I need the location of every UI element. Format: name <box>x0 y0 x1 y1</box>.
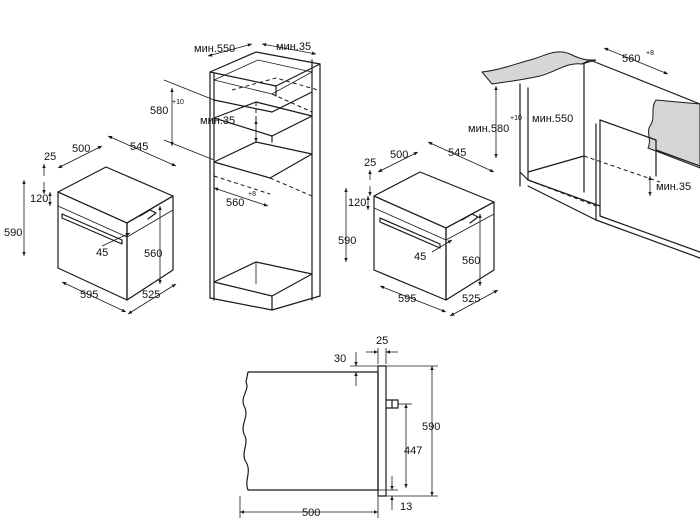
dim-min-gap: мин.35 <box>656 181 691 193</box>
dim-inner-height: 560 <box>462 255 480 267</box>
oven-1-dimensions: 25 500 545 120 590 45 560 595 525 <box>4 135 177 315</box>
dim-height: 590 <box>422 421 440 433</box>
dim-depth: 500 <box>72 143 90 155</box>
undercounter-installation <box>481 51 700 259</box>
dim-width: 595 <box>398 293 416 305</box>
oven-side-view <box>242 365 399 497</box>
dim-min-depth: мин.35 <box>276 41 311 53</box>
dim-depth-total: 545 <box>130 141 148 153</box>
dim-front-depth: 25 <box>376 335 388 347</box>
dim-bottom-gap: 13 <box>400 501 412 513</box>
side-view-dimensions: 25 30 590 447 500 13 <box>239 335 440 519</box>
dim-depth-total: 545 <box>448 147 466 159</box>
dim-depth: 500 <box>390 149 408 161</box>
tall-cabinet <box>209 51 321 311</box>
dim-trim-top: 25 <box>44 151 56 163</box>
dim-height: 590 <box>338 235 356 247</box>
dim-handle-offset: 45 <box>414 251 426 263</box>
dim-width: 595 <box>80 289 98 301</box>
dim-min-width: мин.550 <box>532 113 573 125</box>
dim-top-gap: 30 <box>334 353 346 365</box>
dim-depth: 500 <box>302 507 320 519</box>
dim-niche-height-tol: +10 <box>172 99 184 106</box>
dim-door-top: 120 <box>348 197 366 209</box>
dim-niche-width: 560 <box>226 197 244 209</box>
dim-min-width: мин.550 <box>194 43 235 55</box>
dim-handle-offset: 45 <box>96 247 108 259</box>
oven-isometric-left <box>57 166 174 301</box>
dim-trim-top: 25 <box>364 157 376 169</box>
dim-side-depth: 525 <box>142 289 160 301</box>
dim-min-height-tol: +10 <box>510 115 522 122</box>
dim-niche-height: 580 <box>150 105 168 117</box>
tall-cabinet-dimensions: мин.550 мин.35 580 +10 мин.35 560 +8 <box>150 41 317 209</box>
dim-inner-height: 560 <box>144 248 162 260</box>
dim-height: 590 <box>4 227 22 239</box>
dim-niche-width-tol: +8 <box>248 191 256 198</box>
oven-2-dimensions: 25 500 545 120 590 45 560 595 525 <box>338 141 499 317</box>
oven-isometric-middle <box>373 171 495 301</box>
dim-min-height: мин.580 <box>468 123 509 135</box>
dim-niche-width: 560 <box>622 53 640 65</box>
dim-handle-height: 447 <box>404 445 422 457</box>
dim-side-depth: 525 <box>462 293 480 305</box>
undercounter-dimensions: 560 +8 мин.580 +10 мин.550 мин.35 <box>468 47 691 196</box>
dim-door-top: 120 <box>30 193 48 205</box>
dim-vent-min: мин.35 <box>200 115 235 127</box>
dim-niche-width-tol: +8 <box>646 50 654 57</box>
